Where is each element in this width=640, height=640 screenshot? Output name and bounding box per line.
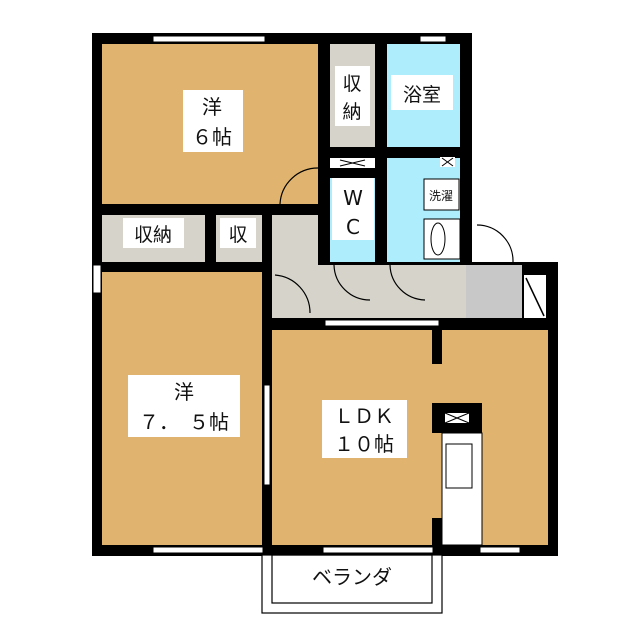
- label-closet-top-2: 納: [342, 101, 361, 123]
- room-ldk: [272, 330, 548, 545]
- ldk-wall-stub: [432, 326, 442, 364]
- windows: [92, 35, 521, 554]
- label-western-7-5: 洋: [174, 380, 194, 404]
- sink: [445, 443, 473, 489]
- label-closet-small: 収: [228, 224, 247, 246]
- label-balcony: ベランダ: [312, 565, 392, 589]
- label-ldk-size: １０帖: [334, 432, 394, 456]
- label-laundry: 洗濯: [429, 189, 453, 203]
- hallway: [272, 265, 466, 318]
- label-wc-w: W: [343, 186, 363, 210]
- doors: [274, 167, 514, 314]
- label-closet-top: 収: [342, 73, 361, 95]
- label-closet-left: 収納: [134, 224, 172, 246]
- label-wc-c: C: [346, 215, 360, 239]
- label-bath: 浴室: [403, 84, 441, 106]
- label-ldk: ＬＤＫ: [334, 404, 394, 428]
- label-western-6-size: ６帖: [192, 125, 232, 149]
- label-western-6: 洋: [202, 95, 222, 119]
- entrance: [466, 265, 522, 318]
- label-western-7-5-size: ７． ５帖: [139, 410, 229, 434]
